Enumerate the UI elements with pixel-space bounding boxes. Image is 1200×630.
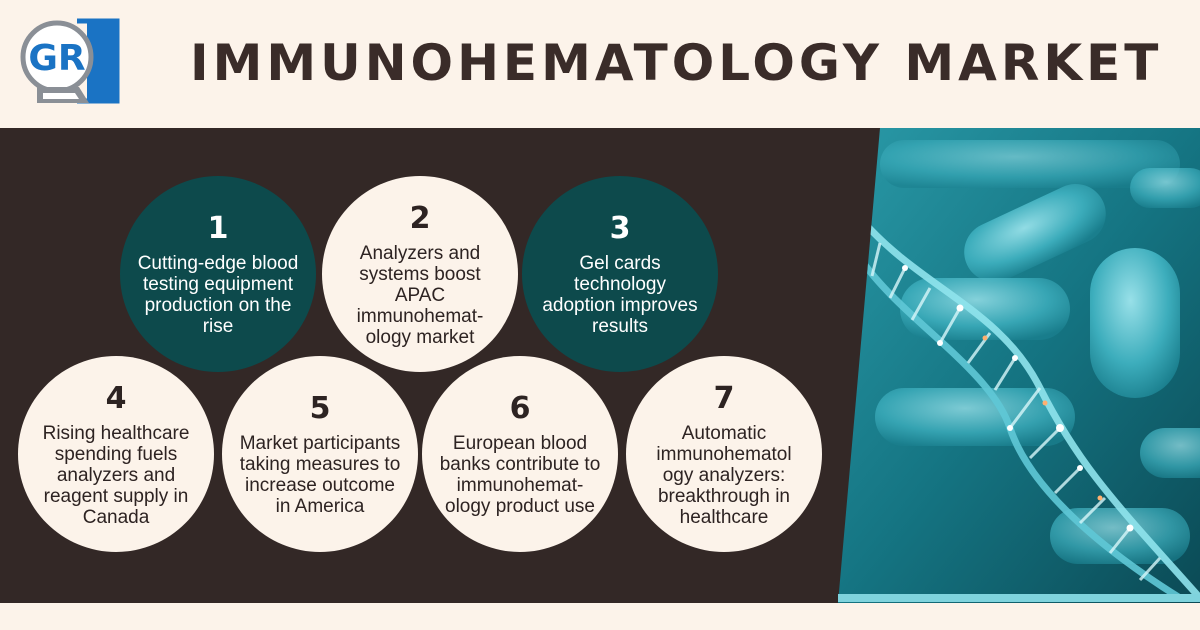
- insight-circle-3: 3 Gel cards technology adoption improves…: [522, 176, 718, 372]
- insight-text: European blood banks contribute to immun…: [439, 433, 601, 517]
- insight-number: 4: [105, 380, 127, 416]
- insight-circle-5: 5 Market participants taking measures to…: [222, 356, 418, 552]
- insight-circle-7: 7 Automatic immunohematol ogy analyzers:…: [626, 356, 822, 552]
- insight-circle-1: 1 Cutting-edge blood testing equipment p…: [120, 176, 316, 372]
- content-panel: 1 Cutting-edge blood testing equipment p…: [0, 128, 1200, 603]
- logo-text: GR: [28, 38, 85, 79]
- insight-number: 6: [509, 391, 531, 426]
- page-title: IMMUNOHEMATOLOGY MARKET: [190, 34, 1163, 92]
- insight-text: Rising healthcare spending fuels analyze…: [42, 422, 190, 528]
- header: GR IMMUNOHEMATOLOGY MARKET: [0, 0, 1200, 128]
- insight-number: 3: [609, 211, 631, 246]
- insight-number: 1: [207, 211, 229, 246]
- insight-text: Analyzers and systems boost APAC immunoh…: [356, 242, 484, 348]
- insight-text: Market participants taking measures to i…: [239, 433, 401, 517]
- insight-circle-2: 2 Analyzers and systems boost APAC immun…: [322, 176, 518, 372]
- insight-circle-6: 6 European blood banks contribute to imm…: [422, 356, 618, 552]
- dna-bacteria-image: [838, 128, 1200, 603]
- insight-number: 2: [409, 200, 431, 236]
- insight-number: 7: [713, 380, 735, 416]
- insight-text: Cutting-edge blood testing equipment pro…: [137, 253, 299, 337]
- insight-text: Gel cards technology adoption improves r…: [542, 253, 698, 337]
- insight-text: Automatic immunohematol ogy analyzers: b…: [656, 422, 792, 528]
- insight-number: 5: [309, 391, 331, 426]
- logo-icon: GR: [20, 18, 120, 104]
- footer-strip: [0, 603, 1200, 630]
- insight-circle-4: 4 Rising healthcare spending fuels analy…: [18, 356, 214, 552]
